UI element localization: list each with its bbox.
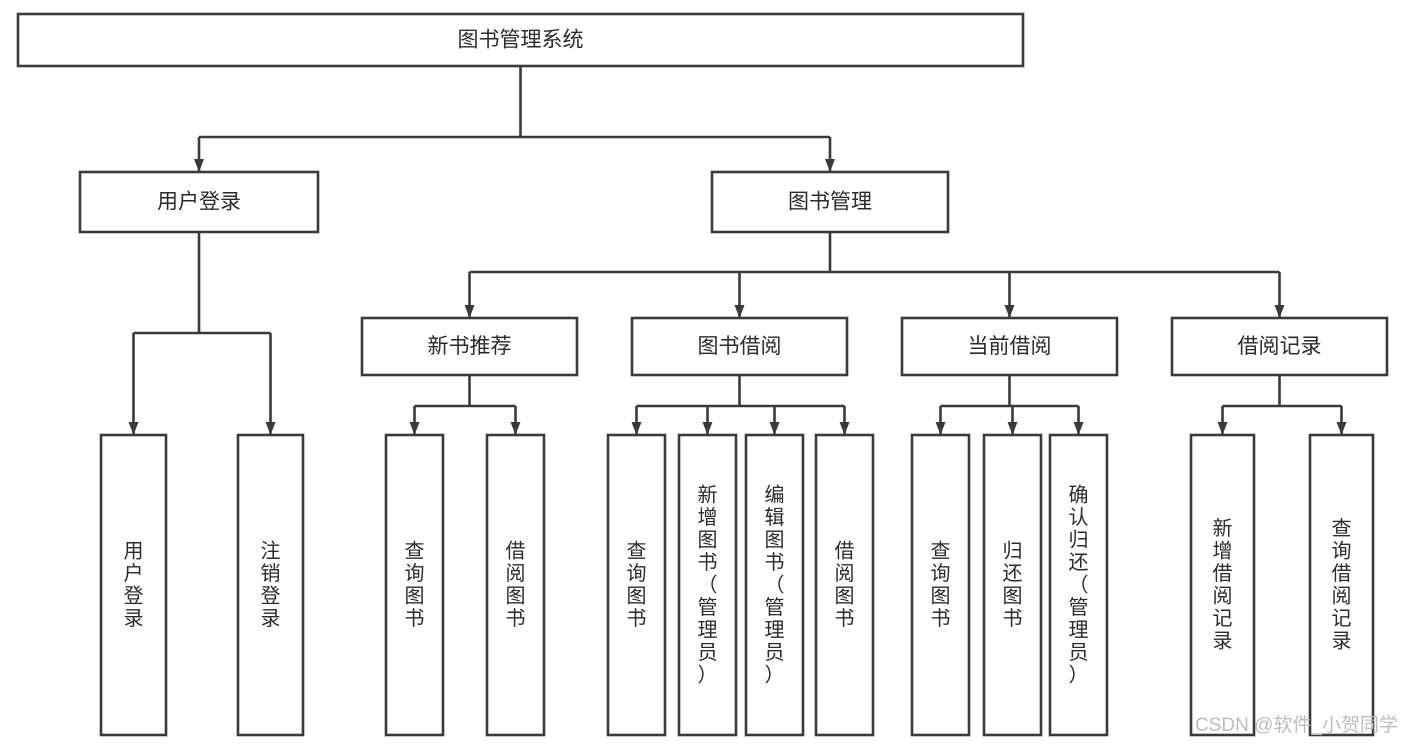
- arrow-head-l3-0-0: [409, 422, 420, 435]
- level2-node-label: 图书管理: [788, 191, 872, 214]
- leaf-label: 查询借阅记录: [1332, 517, 1352, 653]
- level3-node-3[interactable]: 借阅记录: [1170, 316, 1389, 377]
- leaf-node-box[interactable]: [1048, 433, 1109, 737]
- level2-node-box[interactable]: [710, 170, 950, 234]
- arrow-head-l3-2-0: [935, 422, 946, 435]
- level3-node-label: 借阅记录: [1238, 335, 1322, 358]
- leaf-node-box[interactable]: [384, 433, 445, 737]
- arrow-head-login-1: [265, 422, 276, 435]
- leaf-node-9[interactable]: 归还图书: [982, 433, 1043, 737]
- leaf-node-11[interactable]: 新增借阅记录: [1189, 433, 1256, 737]
- level3-node-box[interactable]: [360, 316, 579, 377]
- leaf-node-box[interactable]: [99, 433, 168, 737]
- leaf-node-10[interactable]: 确认归还（管理员）: [1048, 433, 1109, 737]
- leaf-node-1[interactable]: 注销登录: [236, 433, 305, 737]
- root-node-box[interactable]: [16, 12, 1025, 68]
- leaf-node-box[interactable]: [236, 433, 305, 737]
- arrow-head-l3-3-1: [1336, 422, 1347, 435]
- level3-node-2[interactable]: 当前借阅: [900, 316, 1119, 377]
- leaf-node-3[interactable]: 借阅图书: [485, 433, 546, 737]
- level2-node-box[interactable]: [78, 170, 320, 234]
- arrow-head-l3-0-1: [510, 422, 521, 435]
- arrow-head-l3-3-0: [1217, 422, 1228, 435]
- connectors-layer: [128, 66, 1347, 435]
- arrow-head-l3-1-0: [631, 422, 642, 435]
- root-node-label: 图书管理系统: [458, 29, 584, 52]
- leaf-node-box[interactable]: [744, 433, 805, 737]
- leaf-label: 归还图书: [1003, 540, 1023, 631]
- leaf-node-box[interactable]: [485, 433, 546, 737]
- level3-node-label: 图书借阅: [698, 335, 782, 358]
- leaf-node-2[interactable]: 查询图书: [384, 433, 445, 737]
- arrow-head-root-0: [194, 159, 204, 172]
- leaf-node-7[interactable]: 借阅图书: [814, 433, 875, 737]
- leaf-node-5[interactable]: 新增图书（管理员）: [677, 433, 738, 737]
- leaf-label: 借阅图书: [506, 540, 526, 631]
- leaf-label: 查询图书: [627, 540, 647, 631]
- nodes-layer: 图书管理系统用户登录图书管理新书推荐图书借阅当前借阅借阅记录用户登录注销登录查询…: [16, 12, 1389, 737]
- leaf-label: 注销登录: [261, 540, 281, 631]
- level3-node-1[interactable]: 图书借阅: [630, 316, 849, 377]
- level3-node-0[interactable]: 新书推荐: [360, 316, 579, 377]
- level3-node-label: 当前借阅: [968, 335, 1052, 358]
- level3-node-box[interactable]: [630, 316, 849, 377]
- leaf-node-8[interactable]: 查询图书: [910, 433, 971, 737]
- leaf-node-4[interactable]: 查询图书: [606, 433, 667, 737]
- arrow-head-l3-2-2: [1073, 422, 1084, 435]
- csdn-watermark: CSDN @软件_小贺同学: [1195, 714, 1398, 736]
- level3-node-box[interactable]: [900, 316, 1119, 377]
- arrow-head-books-3: [1274, 305, 1285, 318]
- leaf-node-6[interactable]: 编辑图书（管理员）: [744, 433, 805, 737]
- leaf-label: 确认归还（管理员）: [1069, 483, 1089, 686]
- leaf-node-12[interactable]: 查询借阅记录: [1308, 433, 1375, 737]
- level2-node-label: 用户登录: [157, 191, 241, 214]
- leaf-node-box[interactable]: [814, 433, 875, 737]
- level3-node-label: 新书推荐: [428, 335, 512, 358]
- arrow-head-books-0: [464, 305, 475, 318]
- leaf-node-0[interactable]: 用户登录: [99, 433, 168, 737]
- root-node-0[interactable]: 图书管理系统: [16, 12, 1025, 68]
- leaf-label: 新增图书（管理员）: [698, 483, 718, 686]
- leaf-node-box[interactable]: [606, 433, 667, 737]
- arrow-head-login-0: [128, 422, 139, 435]
- leaf-label: 编辑图书（管理员）: [765, 483, 785, 686]
- leaf-label: 查询图书: [931, 540, 951, 631]
- leaf-node-box[interactable]: [1189, 433, 1256, 737]
- leaf-node-box[interactable]: [910, 433, 971, 737]
- leaf-label: 查询图书: [405, 540, 425, 631]
- arrow-head-books-2: [1004, 305, 1015, 318]
- level2-node-0[interactable]: 用户登录: [78, 170, 320, 234]
- arrow-head-l3-1-2: [769, 422, 780, 435]
- arrow-head-root-1: [825, 159, 835, 172]
- leaf-label: 借阅图书: [835, 540, 855, 631]
- leaf-node-box[interactable]: [982, 433, 1043, 737]
- leaf-label: 新增借阅记录: [1213, 517, 1233, 653]
- arrow-head-l3-1-3: [839, 422, 850, 435]
- arrow-head-books-1: [734, 305, 745, 318]
- level3-node-box[interactable]: [1170, 316, 1389, 377]
- level2-node-1[interactable]: 图书管理: [710, 170, 950, 234]
- leaf-node-box[interactable]: [677, 433, 738, 737]
- leaf-node-box[interactable]: [1308, 433, 1375, 737]
- leaf-label: 用户登录: [124, 541, 144, 631]
- arrow-head-l3-2-1: [1007, 422, 1018, 435]
- arrow-head-l3-1-1: [702, 422, 713, 435]
